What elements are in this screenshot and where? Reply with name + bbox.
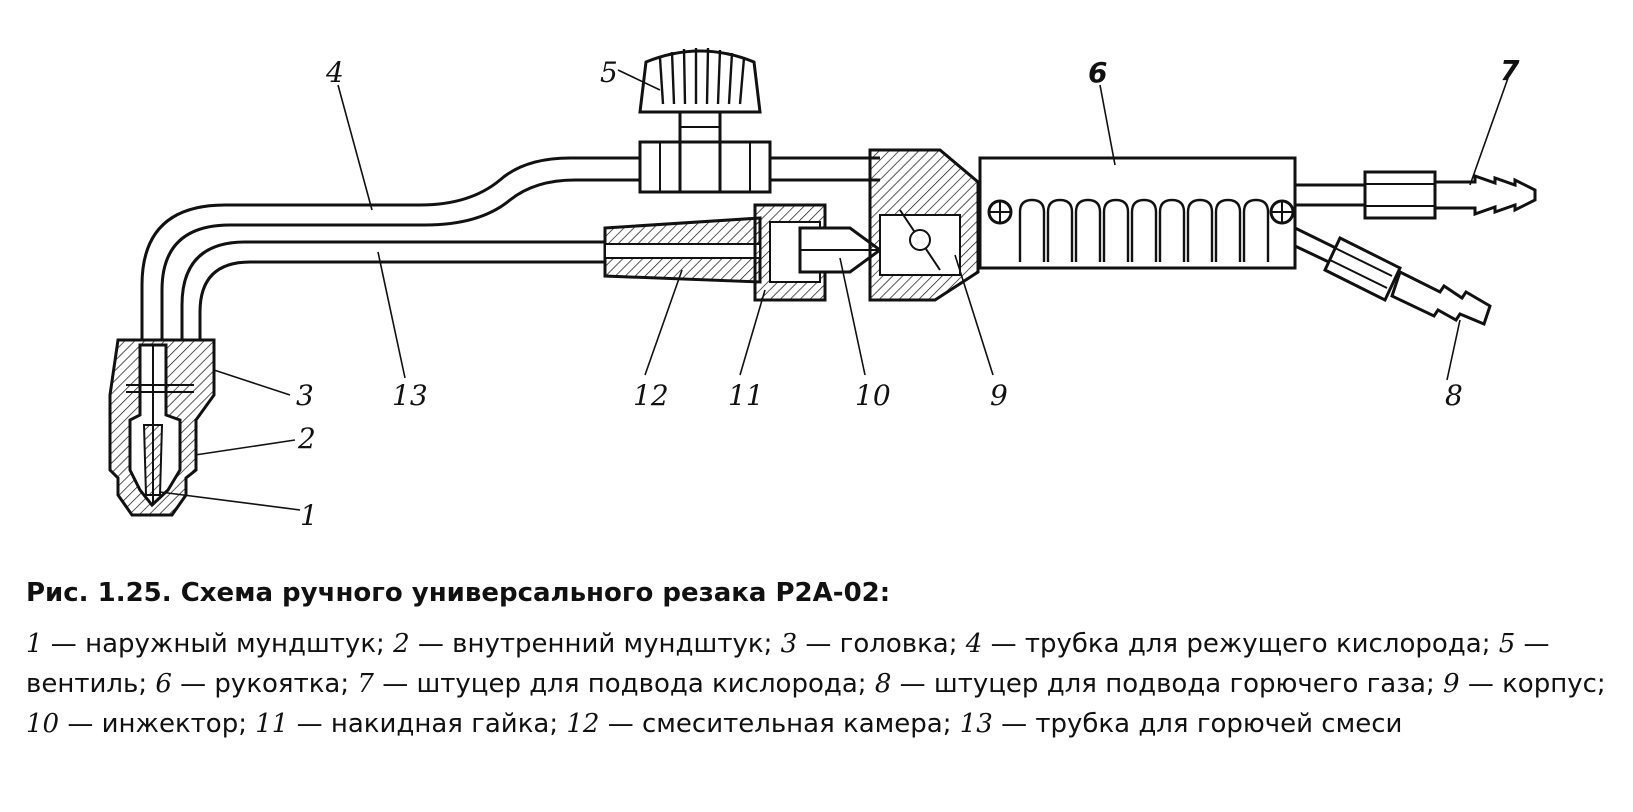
legend-item: 10 — инжектор	[26, 709, 239, 739]
legend-item-number: 9	[1443, 669, 1460, 699]
legend-item-number: 8	[874, 669, 892, 699]
legend-item: 9 — корпус	[1443, 669, 1597, 699]
callout-numbers: 1 2 3 4 5 6 7 8 9 10 11 12 13	[296, 54, 1520, 532]
figure-caption: Рис. 1.25. Схема ручного универсального …	[26, 576, 1616, 744]
legend-item-number: 2	[393, 629, 410, 659]
callout-6: 6	[1088, 56, 1107, 89]
callout-8: 8	[1445, 379, 1463, 412]
handle	[978, 156, 1297, 270]
legend-item-number: 12	[566, 709, 600, 739]
callout-13: 13	[392, 379, 428, 412]
legend-item: 13 — трубка для горючей смеси	[959, 709, 1403, 739]
legend-item-text: штуцер для подвода горючего газа	[933, 669, 1426, 699]
mixture-tube	[180, 240, 605, 340]
legend-item: 4 — трубка для режущего кислорода	[965, 629, 1482, 659]
legend-item-text: вентиль	[26, 669, 139, 699]
callout-3: 3	[296, 379, 314, 412]
callout-11: 11	[728, 379, 764, 412]
legend-item: 1 — наружный мундштук	[26, 629, 377, 659]
legend-item-number: 11	[255, 709, 289, 739]
legend-item: 11 — накидная гайка	[255, 709, 550, 739]
caption-title: Рис. 1.25. Схема ручного универсального …	[26, 576, 1616, 610]
legend-item-text: внутренний мундштук	[452, 629, 764, 659]
legend-item: 8 — штуцер для подвода горючего газа	[874, 669, 1426, 699]
callout-10: 10	[855, 379, 891, 412]
callout-9: 9	[990, 379, 1008, 412]
legend-item-text: трубка для режущего кислорода	[1024, 629, 1482, 659]
oxygen-tube	[140, 156, 880, 340]
legend-item-text: корпус	[1502, 669, 1597, 699]
legend-item-text: штуцер для подвода кислорода	[416, 669, 858, 699]
legend-item-number: 4	[965, 629, 983, 659]
legend-item-text: смесительная камера	[642, 709, 943, 739]
legend-item-number: 7	[357, 669, 374, 699]
legend-item-number: 1	[26, 629, 43, 659]
mixing-assembly	[603, 203, 930, 302]
caption-legend: 1 — наружный мундштук; 2 — внутренний му…	[26, 629, 1606, 739]
callout-5: 5	[600, 56, 618, 89]
valve	[638, 47, 772, 194]
legend-item: 5 — вентиль	[26, 629, 1550, 699]
caption-figure-number: Рис. 1.25.	[26, 578, 172, 608]
legend-item: 3 — головка	[780, 629, 949, 659]
torch-body	[868, 148, 980, 302]
callout-1: 1	[300, 499, 318, 532]
legend-item: 2 — внутренний мундштук	[393, 629, 764, 659]
legend-item-text: трубка для горючей смеси	[1035, 709, 1403, 739]
legend-item-text: инжектор	[101, 709, 239, 739]
legend-item-number: 6	[155, 669, 172, 699]
legend-item: 6 — рукоятка	[155, 669, 341, 699]
legend-item-number: 3	[780, 629, 798, 659]
caption-title-text: Схема ручного универсального резака Р2А-…	[180, 578, 891, 608]
leader-lines	[159, 69, 1509, 511]
oxygen-fitting	[1293, 170, 1537, 220]
cutting-torch-diagram: 1 2 3 4 5 6 7 8 9 10 11 12 13	[108, 47, 1537, 532]
legend-item-number: 13	[959, 709, 993, 739]
fuel-gas-fitting	[1293, 225, 1492, 327]
callout-12: 12	[633, 379, 669, 412]
callout-7: 7	[1500, 54, 1520, 87]
legend-item-number: 10	[26, 709, 60, 739]
legend-item-text: рукоятка	[214, 669, 341, 699]
legend-item: 12 — смесительная камера	[566, 709, 943, 739]
callout-2: 2	[297, 422, 316, 455]
legend-item-number: 5	[1498, 629, 1516, 659]
callout-4: 4	[325, 56, 344, 89]
torch-head	[108, 338, 216, 517]
legend-item-text: накидная гайка	[330, 709, 550, 739]
legend-item: 7 — штуцер для подвода кислорода	[357, 669, 858, 699]
legend-item-text: головка	[839, 629, 949, 659]
legend-item-text: наружный мундштук	[85, 629, 377, 659]
